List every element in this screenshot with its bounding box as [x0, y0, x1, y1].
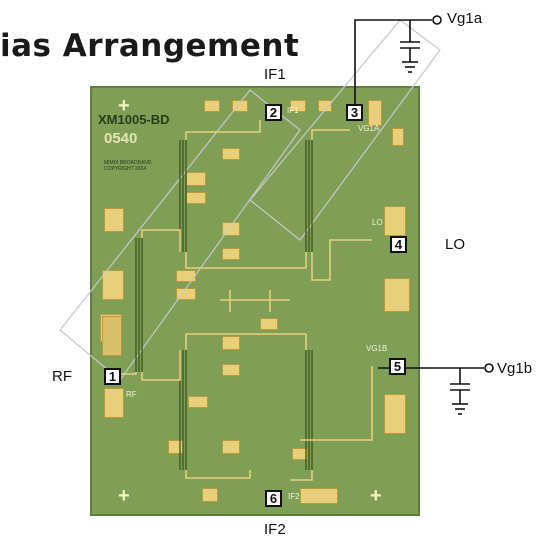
page-title: ias Arrangement — [0, 28, 300, 64]
capacitor-block — [104, 388, 124, 418]
capacitor-block — [384, 394, 406, 434]
bond-pad — [368, 100, 382, 126]
capacitor-block — [292, 448, 308, 460]
chip-label-vg1b: VG1B — [366, 344, 388, 353]
pin-3: 3 — [346, 104, 363, 121]
chip-die-code: 0540 — [104, 130, 138, 147]
vg1b-terminal — [484, 363, 494, 373]
watermark — [59, 19, 441, 381]
capacitor-block — [300, 488, 338, 504]
alignment-mark: + — [118, 485, 130, 507]
bond-pad — [204, 100, 220, 112]
bond-pad — [392, 128, 404, 146]
chip-die: + + + XM1005-BD 0540 MIMIX BROADBAND COP… — [90, 86, 420, 516]
chip-label-rf: RF — [126, 390, 137, 399]
capacitor-block — [102, 316, 122, 356]
vg1a-bias-network — [354, 19, 432, 104]
capacitor-block — [222, 248, 240, 260]
bond-pad — [318, 100, 332, 112]
capacitor-block — [222, 336, 240, 350]
capacitor-block — [188, 396, 208, 408]
metal-routing — [112, 120, 373, 481]
capacitor-block — [104, 208, 124, 232]
chip-label-if1: IF1 — [287, 106, 299, 115]
alignment-mark: + — [370, 485, 382, 507]
capacitor-block — [222, 440, 240, 454]
alignment-mark: + — [118, 95, 130, 117]
chip-label-vg1a: VG1A — [358, 124, 380, 133]
pin-5: 5 — [389, 358, 406, 375]
pin-4: 4 — [390, 236, 407, 253]
chip-fine-print: MIMIX BROADBAND COPYRIGHT 2004 — [104, 160, 152, 172]
chip-label-lo: LO — [372, 218, 383, 227]
chip-label-if2: IF2 — [288, 492, 300, 501]
vg1a-terminal — [432, 15, 442, 25]
pin-2: 2 — [265, 104, 282, 121]
capacitor-block — [102, 270, 124, 300]
chip-part-number: XM1005-BD — [98, 112, 170, 127]
label-vg1a: Vg1a — [447, 10, 483, 27]
capacitor-block — [222, 364, 240, 376]
label-if2: IF2 — [264, 521, 286, 538]
label-vg1b: Vg1b — [497, 360, 533, 377]
capacitor-block — [222, 148, 240, 160]
capacitor-block — [384, 206, 406, 236]
pin-1: 1 — [104, 368, 121, 385]
pin-6: 6 — [265, 490, 282, 507]
label-if1: IF1 — [264, 66, 286, 83]
label-lo: LO — [445, 236, 466, 253]
bond-pad — [290, 100, 306, 112]
label-rf: RF — [52, 368, 72, 385]
bond-pad — [202, 488, 218, 502]
capacitor-block — [260, 318, 278, 330]
transmission-lines — [135, 140, 313, 470]
capacitor-block — [384, 278, 410, 312]
bond-pad — [232, 100, 248, 112]
